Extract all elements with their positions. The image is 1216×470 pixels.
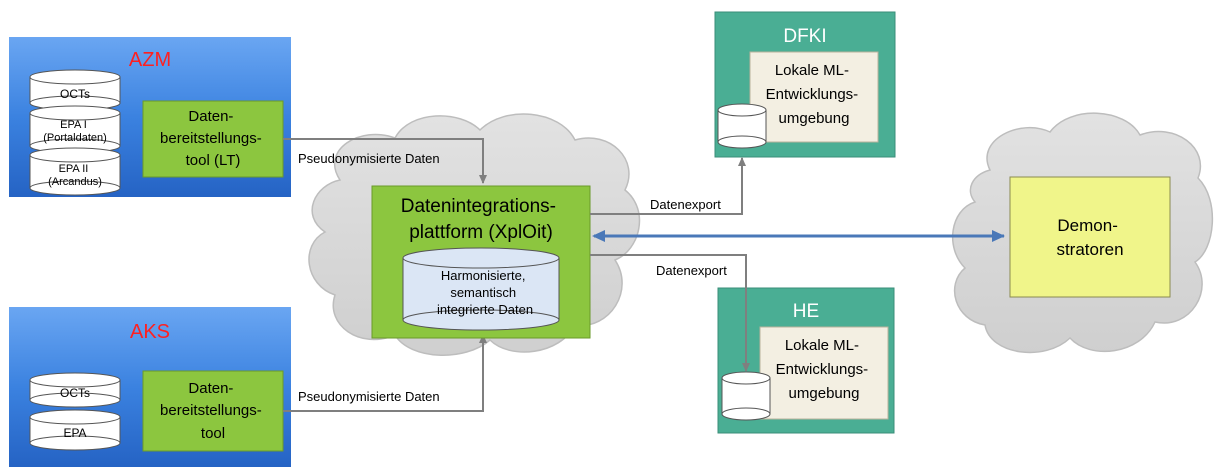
site-azm: AZM OCTs EPA I (Portaldaten) bbox=[9, 37, 291, 197]
he-env-label: Lokale ML- Entwicklungs- umgebung bbox=[776, 337, 873, 402]
demonstrators-box bbox=[1009, 176, 1171, 298]
he-env-line3: umgebung bbox=[789, 385, 860, 402]
platform-db-line1: Harmonisierte, bbox=[441, 268, 526, 283]
azm-tool-box bbox=[142, 100, 284, 178]
azm-db-epa2-line1: EPA II bbox=[59, 163, 89, 175]
flow-aks-label: Pseudonymisierte Daten bbox=[298, 389, 440, 404]
he-db-icon bbox=[721, 371, 771, 421]
he-env-line2: Entwicklungs- bbox=[776, 361, 869, 378]
partner-dfki: DFKI Lokale ML- Entwicklungs- umgebung bbox=[714, 11, 896, 158]
azm-db-epa2: EPA II (Arcandus) bbox=[29, 147, 121, 196]
dfki-label: DFKI bbox=[783, 26, 826, 47]
he-label: HE bbox=[793, 301, 819, 322]
he-env-box bbox=[759, 326, 889, 420]
aks-db-octs: OCTs bbox=[29, 372, 121, 408]
aks-db-epa: EPA bbox=[29, 409, 121, 451]
aks-tool-line1: Daten- bbox=[188, 380, 233, 397]
dfki-env-label: Lokale ML- Entwicklungs- umgebung bbox=[766, 62, 863, 127]
azm-db-epa1-line1: EPA I bbox=[60, 119, 87, 131]
dfki-env-line1: Lokale ML- bbox=[775, 62, 849, 79]
dfki-env-box bbox=[749, 51, 879, 143]
he-env-line1: Lokale ML- bbox=[785, 337, 859, 354]
platform-db: Harmonisierte, semantisch integrierte Da… bbox=[402, 247, 560, 331]
dfki-env-line2: Entwicklungs- bbox=[766, 86, 859, 103]
site-azm-label: AZM bbox=[129, 49, 171, 71]
demonstrators: Demon- stratoren bbox=[1009, 176, 1171, 298]
platform-title-line2: plattform (XplOit) bbox=[409, 222, 553, 243]
partner-he: HE Lokale ML- Entwicklungs- umgebung bbox=[717, 287, 895, 434]
aks-tool-line3: tool bbox=[201, 425, 225, 442]
azm-db-octs: OCTs bbox=[29, 69, 121, 111]
flow-azm-label: Pseudonymisierte Daten bbox=[298, 151, 440, 166]
azm-db-epa2-line2: (Arcandus) bbox=[48, 176, 102, 188]
flow-platform-to-he: Datenexport bbox=[590, 254, 750, 372]
demonstrators-line2: stratoren bbox=[1056, 240, 1123, 259]
platform: Datenintegrations- plattform (XplOit) Ha… bbox=[371, 185, 591, 339]
platform-db-line3: integrierte Daten bbox=[437, 302, 533, 317]
azm-db-epa1: EPA I (Portaldaten) bbox=[29, 105, 121, 154]
azm-db-epa1-label: EPA I (Portaldaten) bbox=[43, 119, 107, 144]
aks-db-octs-label: OCTs bbox=[60, 386, 90, 400]
demonstrators-line1: Demon- bbox=[1057, 216, 1117, 235]
site-aks: AKS OCTs EPA Daten- bereitstellungs- too… bbox=[9, 307, 291, 467]
site-aks-label: AKS bbox=[130, 321, 170, 343]
aks-db-epa-label: EPA bbox=[63, 426, 86, 440]
aks-tool-line2: bereitstellungs- bbox=[160, 402, 262, 419]
flow-aks-to-platform: Pseudonymisierte Daten bbox=[283, 334, 487, 412]
azm-db-octs-label: OCTs bbox=[60, 87, 90, 101]
aks-tool-box bbox=[142, 370, 284, 452]
azm-db-epa2-label: EPA II (Arcandus) bbox=[48, 163, 102, 188]
azm-tool-line3: tool (LT) bbox=[186, 152, 241, 169]
flow-azm-to-platform: Pseudonymisierte Daten bbox=[283, 138, 487, 184]
flow-dfki-label: Datenexport bbox=[650, 197, 721, 212]
flow-platform-to-dfki: Datenexport bbox=[590, 157, 746, 215]
platform-title-line1: Datenintegrations- bbox=[401, 196, 556, 217]
dfki-env-line3: umgebung bbox=[779, 110, 850, 127]
demonstrators-label: Demon- stratoren bbox=[1056, 216, 1123, 259]
azm-tool-line2: bereitstellungs- bbox=[160, 130, 262, 147]
aks-tool-label: Daten- bereitstellungs- tool bbox=[160, 380, 266, 442]
azm-db-epa1-line2: (Portaldaten) bbox=[43, 132, 107, 144]
flow-he-label: Datenexport bbox=[656, 263, 727, 278]
dfki-db-icon bbox=[717, 103, 767, 149]
platform-db-label: Harmonisierte, semantisch integrierte Da… bbox=[437, 268, 533, 317]
platform-db-line2: semantisch bbox=[450, 285, 516, 300]
azm-tool-label: Daten- bereitstellungs- tool (LT) bbox=[160, 108, 266, 169]
platform-title: Datenintegrations- plattform (XplOit) bbox=[401, 196, 562, 243]
azm-tool-line1: Daten- bbox=[188, 108, 233, 125]
